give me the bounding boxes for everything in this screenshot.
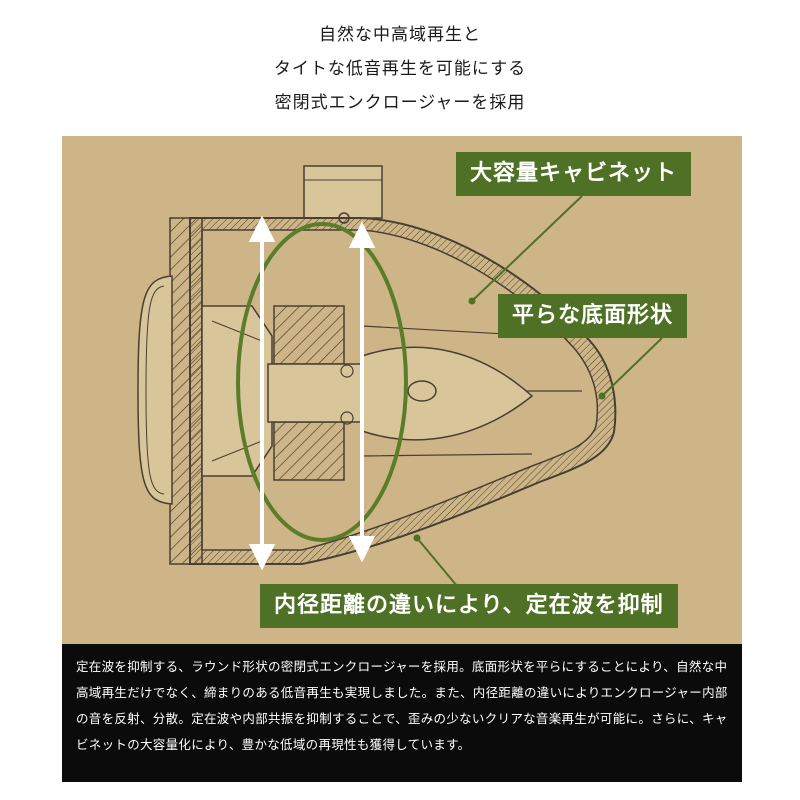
front-grille [137,275,173,505]
mounting-bracket [303,165,383,219]
diagram-panel: 大容量キャビネット 平らな底面形状 内径距離の違いにより、定在波を抑制 [62,136,742,644]
heading-line-2: タイトな低音再生を可能にする [273,59,527,79]
heading-line-1: 自然な中高域再生と [319,25,481,45]
cable-grommet [407,380,437,402]
label-inner-diameter: 内径距離の違いにより、定在波を抑制 [260,584,678,628]
arrow-short [248,215,276,571]
front-baffle [169,217,203,565]
label-cabinet: 大容量キャビネット [456,152,692,196]
standing-wave-ellipse [236,222,408,542]
arrow-long [348,221,376,563]
speaker-cross-section-diagram [137,165,663,587]
magnet-upper [273,305,345,365]
caption-text: 定在波を抑制する、ラウンド形状の密閉式エンクロージャーを採用。底面形状を平らにす… [62,644,742,782]
magnet-lower [273,421,345,481]
pointer-flat-bottom [601,337,663,397]
pointer-cabinet [471,195,583,302]
pointer-inner-diameter [416,537,458,587]
heading-line-3: 密閉式エンクロージャーを採用 [274,93,526,113]
label-flat-bottom: 平らな底面形状 [498,294,688,338]
pole-piece [267,363,365,423]
